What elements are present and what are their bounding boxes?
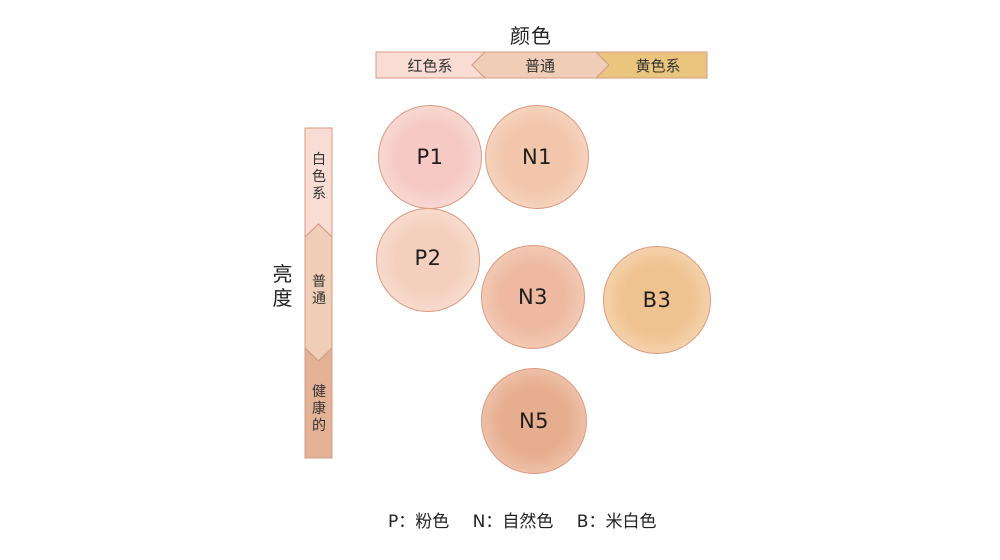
swatch-n5: N5 [481, 368, 587, 474]
legend: P：粉色 N：自然色 B：米白色 [388, 507, 674, 532]
legend-beige: B：米白色 [576, 512, 657, 532]
swatch-n3: N3 [481, 245, 585, 349]
color-axis-title: 颜色 [510, 24, 552, 48]
brightness-axis-bar [304, 127, 333, 459]
swatch-n1-label: N1 [521, 145, 553, 169]
brightness-segment-white-label: 白色系 [312, 152, 326, 202]
swatch-p2-label: P2 [414, 246, 442, 270]
legend-pink: P：粉色 [388, 512, 450, 532]
brightness-segment-normal-label: 普通 [312, 274, 326, 307]
legend-natural: N：自然色 [472, 512, 554, 532]
color-segment-yellow-label: 黄色系 [635, 57, 681, 75]
brightness-segment-healthy-label: 健康的 [312, 384, 326, 434]
color-segment-normal-label: 普通 [524, 57, 555, 75]
swatch-n3-label: N3 [517, 285, 549, 309]
swatch-n5-label: N5 [518, 409, 550, 433]
swatch-p1-label: P1 [416, 145, 444, 169]
color-segment-yellow [594, 51, 708, 79]
swatch-b3-label: B3 [642, 288, 672, 312]
color-segment-red-label: 红色系 [407, 57, 453, 75]
brightness-axis-title: 亮度 [272, 262, 294, 310]
color-axis-bar [375, 51, 708, 79]
swatch-p1: P1 [378, 105, 482, 209]
swatch-p2: P2 [376, 208, 480, 312]
swatch-b3: B3 [603, 246, 711, 354]
brightness-segment-healthy [304, 346, 333, 459]
swatch-n1: N1 [485, 105, 589, 209]
